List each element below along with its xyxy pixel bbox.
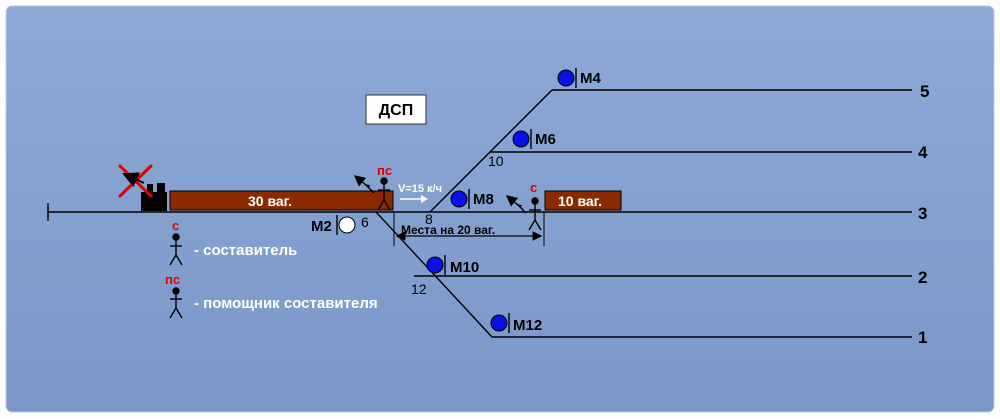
person-ps-label: пс [377,163,392,178]
signal-m2-label: М2 [311,218,332,235]
places-dimension: Места на 20 ваг. [393,212,545,246]
switch-12-label: 12 [411,281,427,297]
track-number-5: 5 [920,82,929,101]
switch-10-label: 10 [488,153,504,169]
wagons-30-label: 30 ваг. [248,193,292,209]
wagons-30: 30 ваг. [169,190,394,211]
signal-m2-light [338,216,356,234]
signal-m4-label: М4 [580,70,601,87]
person-s-label: с [530,180,537,195]
track-number-3: 3 [918,204,927,223]
dsp-label: ДСП [379,102,413,119]
legend-ps-symbol: пс [165,272,180,287]
signal-m8-light [450,190,468,208]
signal-m10: М10 [426,255,479,276]
switch-6-label: 6 [361,214,369,230]
signal-m4-light [557,69,575,87]
legend-ps-figure [169,287,183,319]
switch-8-label: 8 [425,211,433,227]
legend-ps-text: - помощник составителя [194,295,378,312]
signal-arrow-icon [122,172,145,188]
track-number-2: 2 [918,268,927,287]
ladder-up [429,89,553,213]
signal-m6: М6 [512,129,556,149]
signal-m10-label: М10 [450,259,479,276]
wagons-10-label: 10 ваг. [558,193,602,209]
signal-m6-label: М6 [535,131,556,148]
places-label: Места на 20 ваг. [401,223,495,237]
track-lines [47,89,912,338]
speed-label: V=15 к/ч [398,183,442,195]
signal-m12: М12 [490,313,542,334]
signal-m10-light [426,256,444,274]
person-s-figure [505,195,542,231]
signal-m2: М2 [311,215,356,235]
legend-s-symbol: с [172,218,179,233]
person-ps-figure [353,175,391,211]
ladder-down [375,211,493,338]
signal-m12-light [490,314,508,332]
legend: с - составитель пс - помощник составител… [165,218,378,319]
signal-m8-label: М8 [473,191,494,208]
legend-s-figure [169,233,183,266]
locomotive-icon [141,183,167,211]
track-number-1: 1 [918,328,927,347]
signal-m12-label: М12 [513,317,542,334]
signal-m8: М8 [450,189,494,209]
legend-s-text: - составитель [194,242,297,259]
diagram-panel [5,5,995,413]
wagons-10: 10 ваг. [544,190,622,211]
signal-m4: М4 [557,68,601,88]
dsp-box: ДСП [365,94,427,125]
signal-m6-light [512,130,530,148]
track-number-4: 4 [918,143,928,162]
